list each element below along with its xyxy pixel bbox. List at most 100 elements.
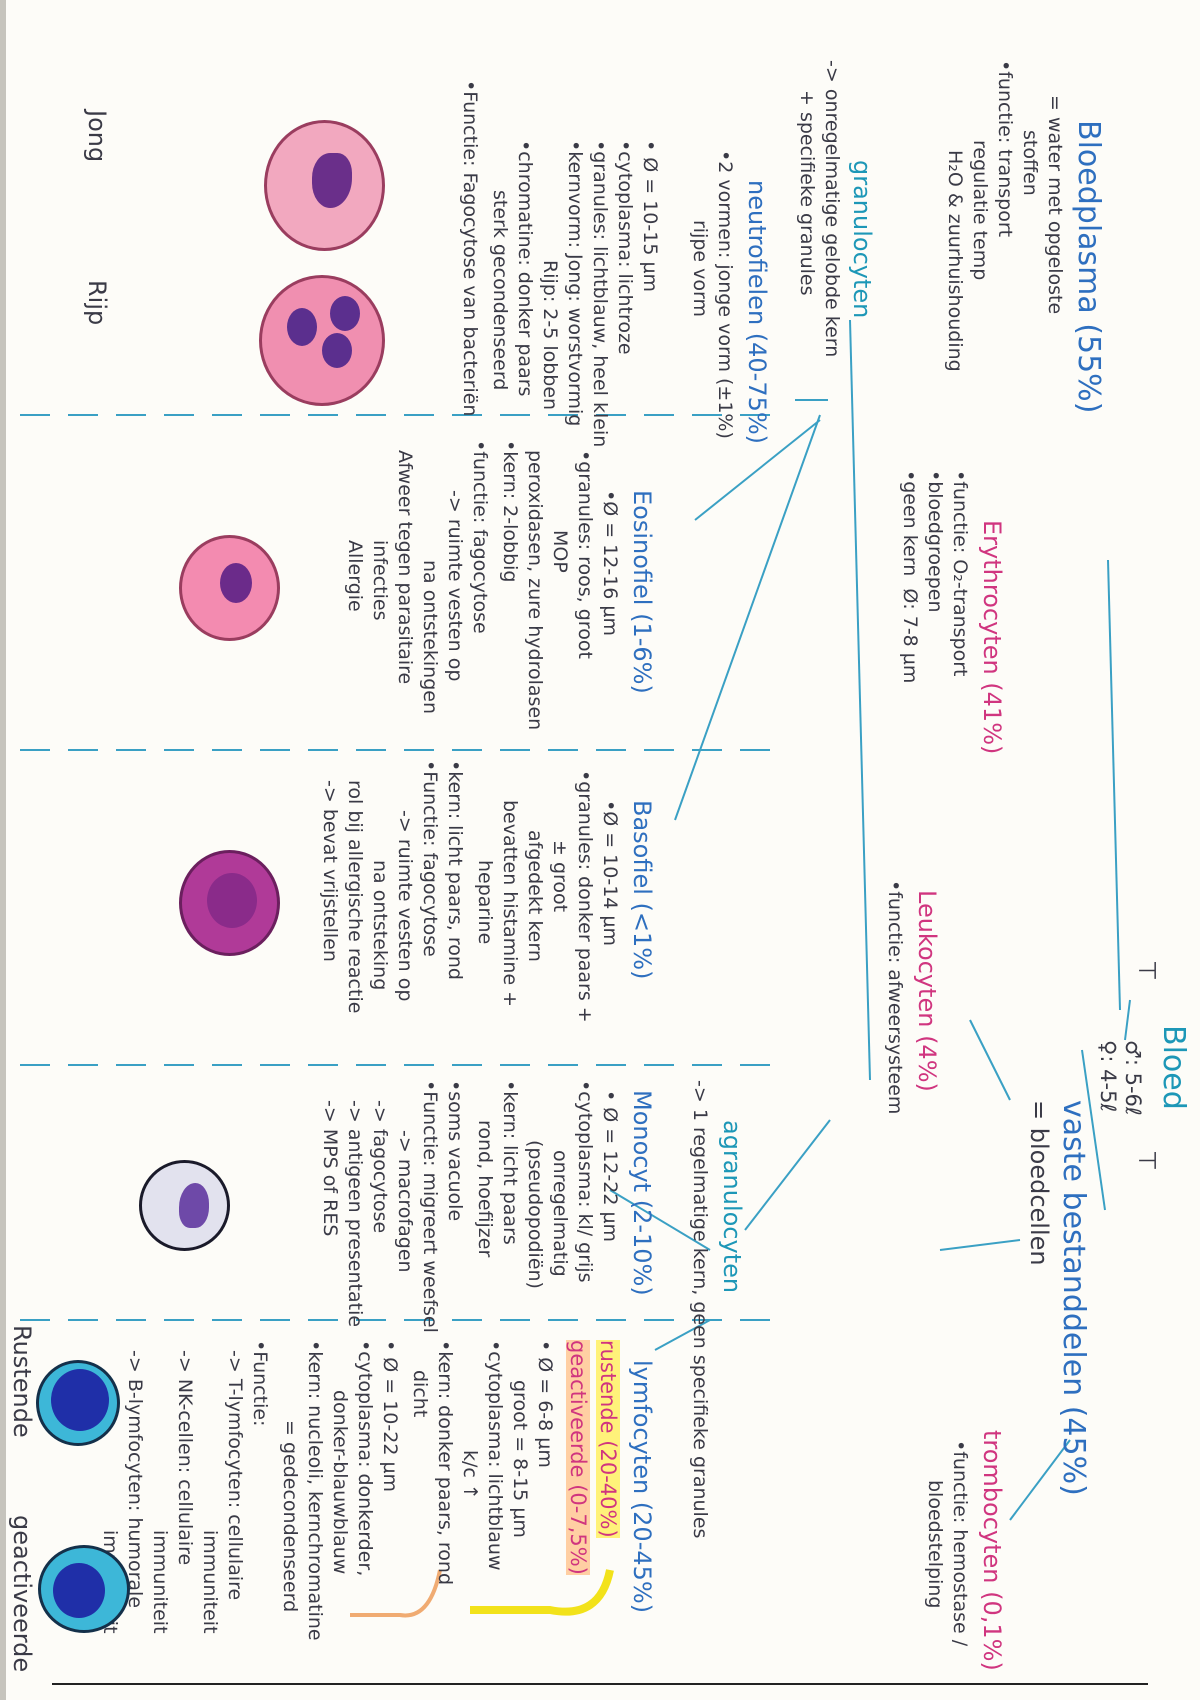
mono-line: rond, hoefijzer bbox=[474, 1120, 496, 1258]
granulo-title: granulocyten bbox=[848, 160, 876, 319]
eosino-line: •kern: 2-lobbig bbox=[499, 440, 521, 583]
neutro-line: sterk gecondenseerd bbox=[489, 190, 511, 391]
neutro-line: •chromatine: donker paars bbox=[514, 140, 536, 397]
mono-line: onregelmatig bbox=[549, 1150, 571, 1277]
neutro-line: • Ø = 10-15 µm bbox=[639, 140, 661, 293]
baso-line: afgedekt kern bbox=[524, 830, 546, 962]
leuko-sub: •functie: afweersysteem bbox=[884, 880, 906, 1115]
bracket-orange bbox=[350, 1569, 442, 1618]
link-agranulo-lympho bbox=[654, 1319, 711, 1351]
root-sym-right: ⊤ bbox=[1133, 1150, 1161, 1171]
mono-line: •soms vacuole bbox=[444, 1080, 466, 1222]
thrombo-line: •functie: hemostase / bbox=[949, 1440, 971, 1647]
mono-line: -> fagocytose bbox=[369, 1100, 391, 1234]
eosinophil-cell bbox=[179, 535, 280, 641]
basophil-cell bbox=[179, 850, 280, 956]
baso-line: •Ø = 10-14 µm bbox=[599, 800, 621, 947]
neutro-line: rijpe vorm bbox=[689, 220, 711, 318]
root-title: Bloed bbox=[1156, 1025, 1191, 1110]
monocyte-cell bbox=[139, 1160, 230, 1251]
mono-title: Monocyt (2-10%) bbox=[628, 1090, 656, 1296]
eosino-line: •granules: roos, groot bbox=[574, 450, 596, 659]
thrombo-title: trombocyten (0,1%) bbox=[978, 1430, 1006, 1671]
link-leuko-granulo bbox=[849, 319, 871, 1081]
baso-line: -> bevat vrijstellen bbox=[319, 780, 341, 962]
lympho-f-line: -> T-lymfocyten: cellulaire bbox=[224, 1350, 246, 1601]
mono-line: (pseudopodiën) bbox=[524, 1140, 546, 1289]
lympho-g-line: = gedecondenseerd bbox=[279, 1420, 301, 1613]
eosino-line: •functie: fagocytose bbox=[469, 440, 491, 634]
lympho-r-line: •cytoplasma: lichtblauw bbox=[484, 1340, 506, 1571]
mono-line: •Functie: migreert weefsel bbox=[419, 1080, 441, 1333]
lymphocyte-activated-cell bbox=[38, 1545, 130, 1633]
thrombo-line: bloedstelping bbox=[924, 1480, 946, 1609]
lympho-f-line: immuniteit bbox=[149, 1530, 171, 1634]
nucleus-lobe bbox=[287, 308, 317, 346]
nucleus-lobe bbox=[330, 296, 360, 331]
leuko-title: Leukocyten (4%) bbox=[913, 890, 941, 1092]
neutro-cell-label: Jong bbox=[83, 110, 111, 163]
nucleus bbox=[53, 1563, 105, 1618]
link-bloed-plasma bbox=[1124, 999, 1131, 1041]
agranulo-line: -> 1 regelmatige kern, geen specifieke g… bbox=[689, 1080, 711, 1539]
neutro-title: neutrofielen (40-75%) bbox=[743, 180, 771, 445]
plasma-line: •functie: transport bbox=[994, 60, 1016, 238]
nucleus bbox=[179, 1183, 209, 1228]
neutrophil-mature-cell bbox=[259, 275, 385, 406]
lympho-rustend: rustende (20-40%) bbox=[596, 1340, 620, 1538]
link-plasma-bloed bbox=[1107, 559, 1121, 1011]
mono-line: -> MPS of RES bbox=[319, 1100, 341, 1237]
link-bloed-vaste bbox=[1081, 1049, 1106, 1211]
neutro-line: •Functie: Fagocytose van bacteriën bbox=[459, 80, 481, 417]
lympho-title: lymfocyten (20-45%) bbox=[628, 1360, 656, 1614]
plasma-line: stoffen bbox=[1019, 130, 1041, 196]
link-granulo-eosino bbox=[694, 419, 821, 521]
neutro-line: •granules: lichtblauw, heel klein bbox=[589, 140, 611, 448]
mono-line: -> antigeen presentatie bbox=[344, 1100, 366, 1328]
lympho-g-line: • Ø = 10-22 µm bbox=[379, 1340, 401, 1493]
eosino-line: -> ruimte vesten op bbox=[444, 490, 466, 682]
baso-line: -> ruimte vesten op bbox=[394, 810, 416, 1002]
lympho-r-line: • Ø = 6-8 µm bbox=[534, 1340, 556, 1468]
nucleus bbox=[51, 1369, 109, 1431]
erythro-line: •geen kern Ø: 7-8 µm bbox=[899, 470, 921, 684]
nucleus bbox=[220, 563, 252, 603]
eosino-line: infecties bbox=[369, 540, 391, 621]
neutro-line: •2 vormen: jonge vorm (±1%) bbox=[714, 150, 736, 439]
granulo-line: -> onregelmatige gelobde kern bbox=[821, 60, 843, 358]
link-leuko-agranulo bbox=[744, 1119, 831, 1231]
link-vaste-erythro bbox=[969, 1019, 1011, 1101]
baso-line: heparine bbox=[474, 860, 496, 945]
erythro-line: •bloedgroepen bbox=[924, 470, 946, 613]
agranulo-title: agranulocyten bbox=[718, 1120, 746, 1294]
root-stat-female: ♀: 4-5ℓ bbox=[1096, 1040, 1120, 1113]
plasma-line: regulatie temp bbox=[969, 140, 991, 281]
link-agranulo-mono bbox=[609, 1189, 711, 1251]
baso-line: na ontsteking bbox=[369, 860, 391, 991]
plasma-line: H₂O & zuurhuishouding bbox=[944, 150, 966, 372]
lympho-f-line: •Functie: bbox=[249, 1340, 271, 1427]
baso-line: •kern: licht paars, rond bbox=[444, 760, 466, 980]
eosino-line: Afweer tegen parasitaire bbox=[394, 450, 416, 685]
neutro-line: Rijp: 2-5 lobben bbox=[539, 260, 561, 411]
lympho-g-line: •kern: nucleoli, kernchromatine bbox=[304, 1340, 326, 1641]
baso-line: •Functie: fagocytose bbox=[419, 760, 441, 957]
mono-line: •kern: licht paars bbox=[499, 1080, 521, 1245]
root-stat-male: ♂: 5-6ℓ bbox=[1121, 1040, 1145, 1116]
neutrophil-young-cell bbox=[264, 120, 385, 251]
plasma-title: Bloedplasma (55%) bbox=[1071, 120, 1106, 414]
lympho-f-line: -> NK-cellen: cellulaire bbox=[174, 1350, 196, 1566]
lympho-cell-label: geactiveerde bbox=[8, 1515, 36, 1673]
nucleus bbox=[207, 873, 257, 928]
vaste-sub: = bloedcellen bbox=[1025, 1100, 1053, 1266]
plasma-line: = water met opgeloste bbox=[1044, 95, 1066, 315]
lympho-r-line: groot = 8-15 µm bbox=[509, 1380, 531, 1538]
lympho-r-line: •kern: donker paars, rond bbox=[434, 1340, 456, 1586]
erythro-line: •functie: O₂-transport bbox=[949, 470, 971, 677]
lympho-g-line: donker-blauwblauw bbox=[329, 1390, 351, 1575]
granulo-line: + specifieke granules bbox=[796, 90, 818, 296]
link-vaste-leuko bbox=[939, 1239, 1021, 1251]
baso-line: ± groot bbox=[549, 840, 571, 913]
neutro-line: •kernvorm: Jong: worstvormig bbox=[564, 140, 586, 427]
